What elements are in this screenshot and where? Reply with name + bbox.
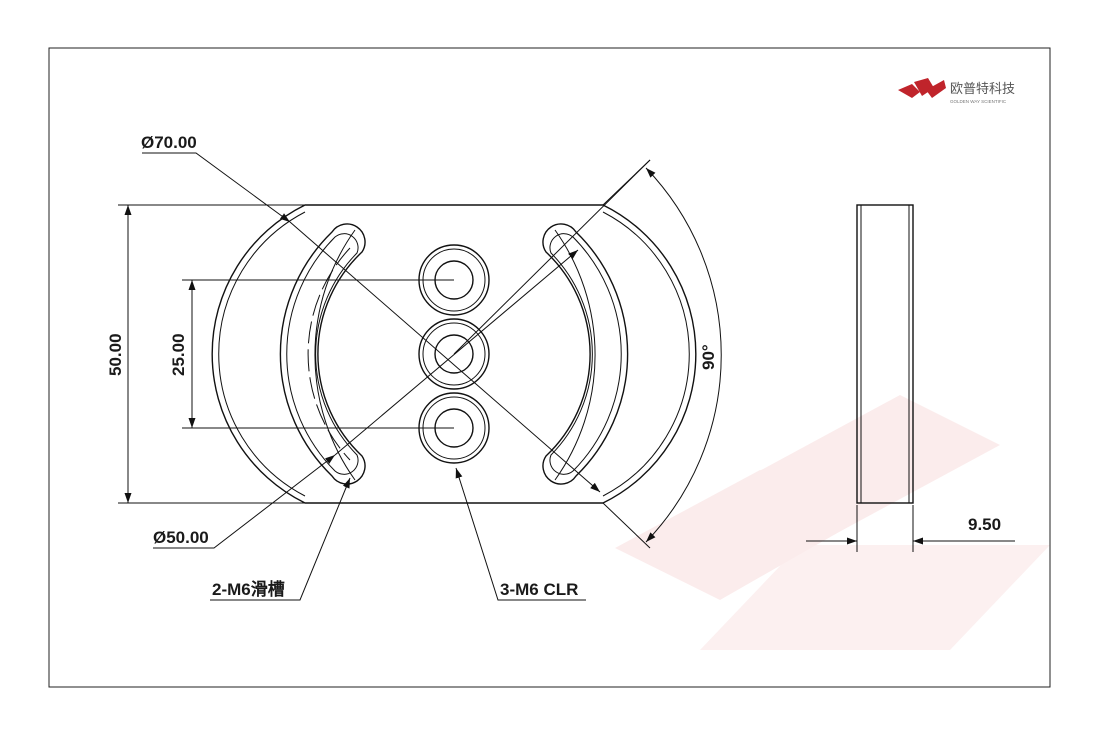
hole-callout-leader bbox=[455, 467, 586, 601]
company-logo: 欧普特科技 GOLDEN WAY SCIENTIFIC bbox=[898, 78, 1015, 104]
left-slot-inner bbox=[286, 233, 359, 475]
slot-callout-leader bbox=[210, 477, 351, 601]
angle-label: 90° bbox=[699, 344, 718, 370]
right-slot bbox=[542, 223, 629, 485]
right-slot-inner bbox=[549, 233, 622, 475]
left-inner-arc bbox=[314, 229, 356, 481]
right-inner-arc bbox=[554, 229, 596, 481]
hole-callout-label: 3-M6 CLR bbox=[500, 580, 578, 599]
drawing-frame bbox=[48, 47, 1051, 688]
slot-callout-label: 2-M6滑槽 bbox=[212, 579, 285, 599]
height-label: 50.00 bbox=[106, 333, 125, 376]
inner-diameter-leader bbox=[153, 454, 336, 549]
outer-diameter-leader bbox=[142, 152, 291, 223]
outer-diameter-label: Ø70.00 bbox=[141, 133, 197, 152]
left-outer-arc bbox=[218, 211, 306, 497]
plate-side-view bbox=[856, 204, 914, 504]
inner-diameter-label: Ø50.00 bbox=[153, 528, 209, 547]
left-slot bbox=[279, 223, 366, 485]
thickness-label: 9.50 bbox=[968, 515, 1001, 534]
angle-arc bbox=[645, 167, 722, 543]
logo-brand-en: GOLDEN WAY SCIENTIFIC bbox=[950, 99, 1007, 104]
logo-brand-cn: 欧普特科技 bbox=[950, 82, 1015, 97]
hole-spacing-label: 25.00 bbox=[169, 333, 188, 376]
right-outer-arc bbox=[602, 211, 690, 497]
hole-center bbox=[418, 318, 490, 390]
left-slot-centerline bbox=[307, 247, 351, 461]
logo-mark-icon bbox=[898, 78, 946, 98]
dimension-lines bbox=[118, 152, 1015, 601]
